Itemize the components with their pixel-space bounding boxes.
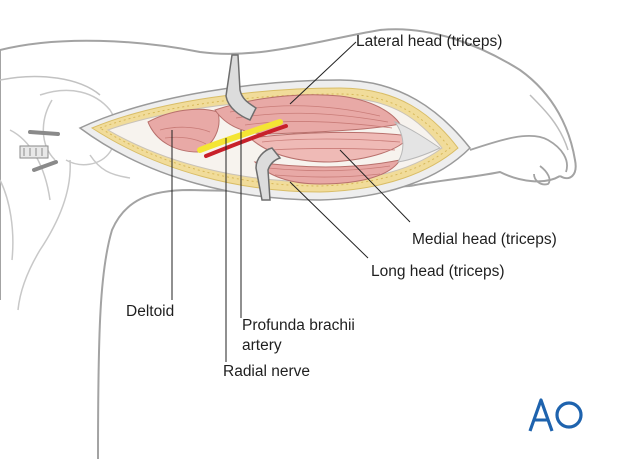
label-profunda-brachii-artery: Profunda brachii artery bbox=[242, 316, 355, 356]
leader-lines bbox=[171, 41, 411, 362]
label-deltoid: Deltoid bbox=[126, 303, 175, 320]
label-radial-nerve: Radial nerve bbox=[223, 363, 311, 380]
fat-texture bbox=[98, 93, 451, 187]
forearm-outline bbox=[469, 134, 568, 186]
label-lateral-head: Lateral head (triceps) bbox=[356, 33, 503, 50]
retractors bbox=[225, 54, 282, 201]
profunda-brachii-artery bbox=[204, 124, 288, 158]
long-head-muscle bbox=[253, 159, 402, 185]
ao-logo bbox=[528, 398, 583, 432]
radial-nerve bbox=[197, 119, 283, 153]
label-profunda-line1: Profunda brachii bbox=[242, 317, 355, 334]
surgical-pins bbox=[28, 130, 60, 172]
tendon bbox=[393, 120, 442, 163]
label-medial-head: Medial head (triceps) bbox=[412, 231, 557, 248]
label-long-head: Long head (triceps) bbox=[371, 263, 505, 280]
pin-block bbox=[19, 145, 49, 159]
label-profunda-line2: artery bbox=[242, 337, 282, 354]
